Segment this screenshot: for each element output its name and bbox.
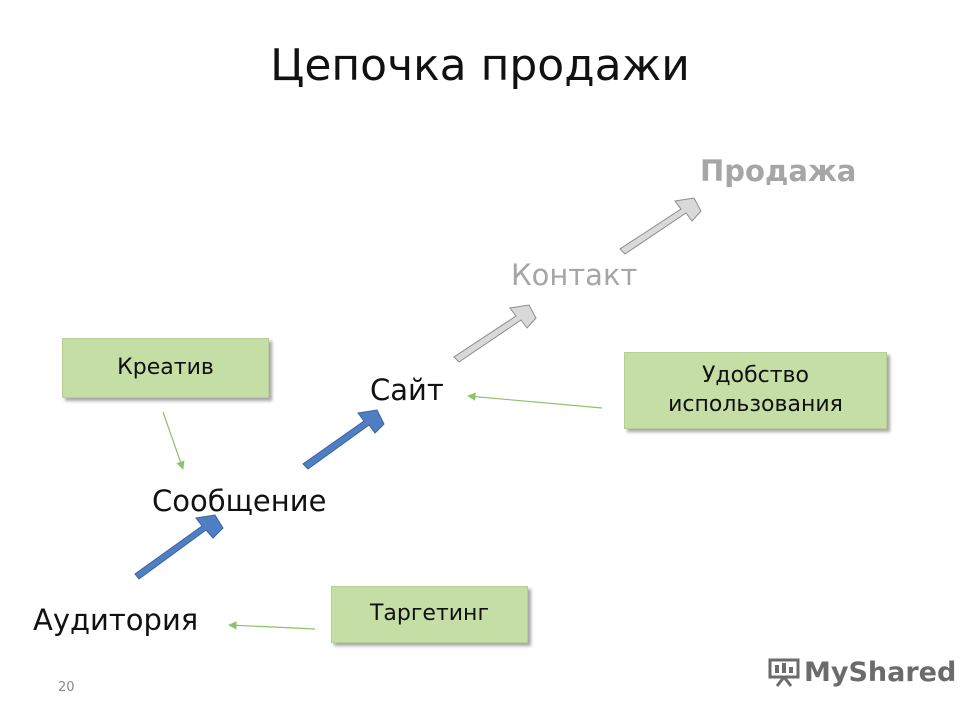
factor-usability-label: Удобство использования [668, 362, 843, 419]
blue-arrow-message-to-site [302, 409, 385, 470]
factor-targeting-label: Таргетинг [369, 601, 490, 627]
gray-arrow-contact-to-sale [619, 197, 702, 255]
blue-arrow-audience-to-message [134, 514, 224, 580]
factor-creative-label: Креатив [117, 354, 214, 380]
slide-number: 20 [58, 680, 75, 695]
link-targeting-to-audience [228, 621, 316, 630]
presentation-icon [768, 658, 800, 687]
factor-creative-box: Креатив [62, 338, 269, 398]
factor-usability-line1: Удобство [702, 362, 809, 388]
factor-usability-box: Удобство использования [624, 352, 887, 429]
mysahred-logo: MyShared [768, 654, 956, 690]
stage-contact: Контакт [511, 258, 638, 292]
stage-message: Сообщение [152, 484, 327, 518]
gray-arrow-site-to-contact [453, 304, 537, 363]
logo-text: MyShared [804, 656, 957, 688]
slide-title: Цепочка продажи [270, 40, 690, 91]
link-creative-to-message [162, 411, 185, 470]
stage-sale: Продажа [700, 154, 857, 188]
link-usability-to-site [467, 392, 603, 409]
factor-usability-line2: использования [668, 391, 843, 417]
factor-targeting-box: Таргетинг [331, 586, 528, 643]
stage-site: Сайт [370, 373, 444, 407]
stage-audience: Аудитория [33, 603, 199, 637]
